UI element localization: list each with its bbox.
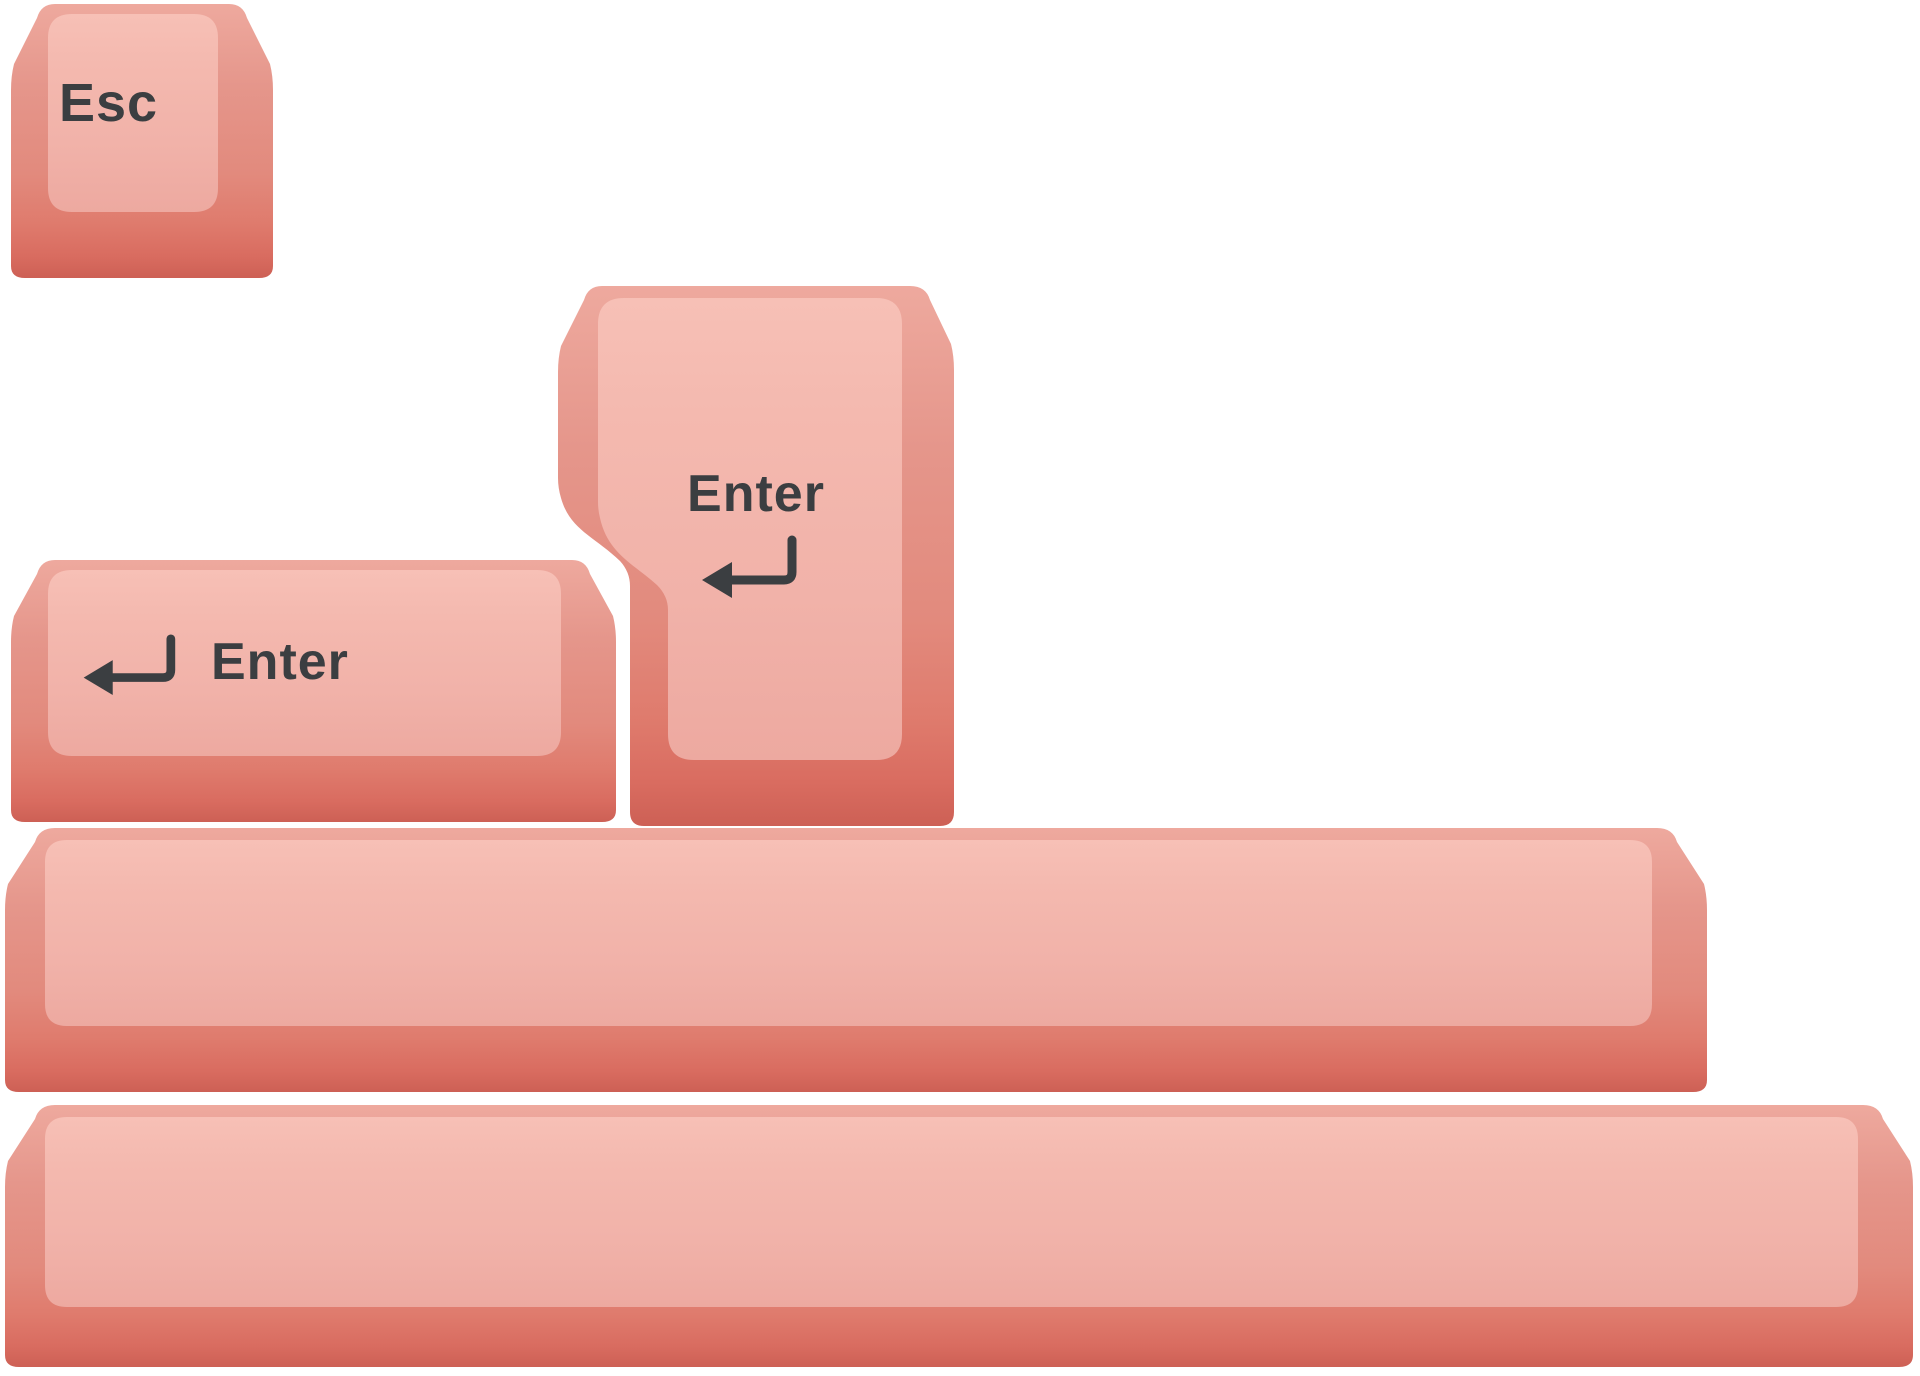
keycap-ansi-enter-legend-row: Enter [81, 632, 349, 696]
keycap-top-face [598, 298, 902, 760]
keycap-esc: Esc [11, 2, 273, 278]
keycap-iso-enter-body [558, 286, 954, 826]
keycap-top-face [48, 570, 561, 756]
keycap-top-face [45, 1117, 1858, 1307]
keycap-spacebar-xlong [5, 1103, 1913, 1367]
keycap-top-face [45, 840, 1652, 1026]
keycap-esc-legend: Esc [59, 73, 159, 133]
keycap-ansi-enter-legend: Enter [211, 633, 349, 691]
keycap-spacebar-long [5, 826, 1707, 1092]
keycap-ansi-enter: Enter [11, 558, 616, 822]
keycap-spacebar-long-body [5, 828, 1707, 1092]
keycap-top-face [48, 14, 218, 212]
return-arrow-icon [702, 535, 797, 598]
keycap-iso-enter: Enter [558, 284, 954, 826]
keycap-esc-body [11, 4, 273, 278]
keycap-spacebar-xlong-body [5, 1105, 1913, 1367]
return-arrow-icon [83, 634, 176, 695]
keycap-iso-enter-legend: Enter [687, 465, 825, 523]
keycap-ansi-enter-body [11, 560, 616, 822]
